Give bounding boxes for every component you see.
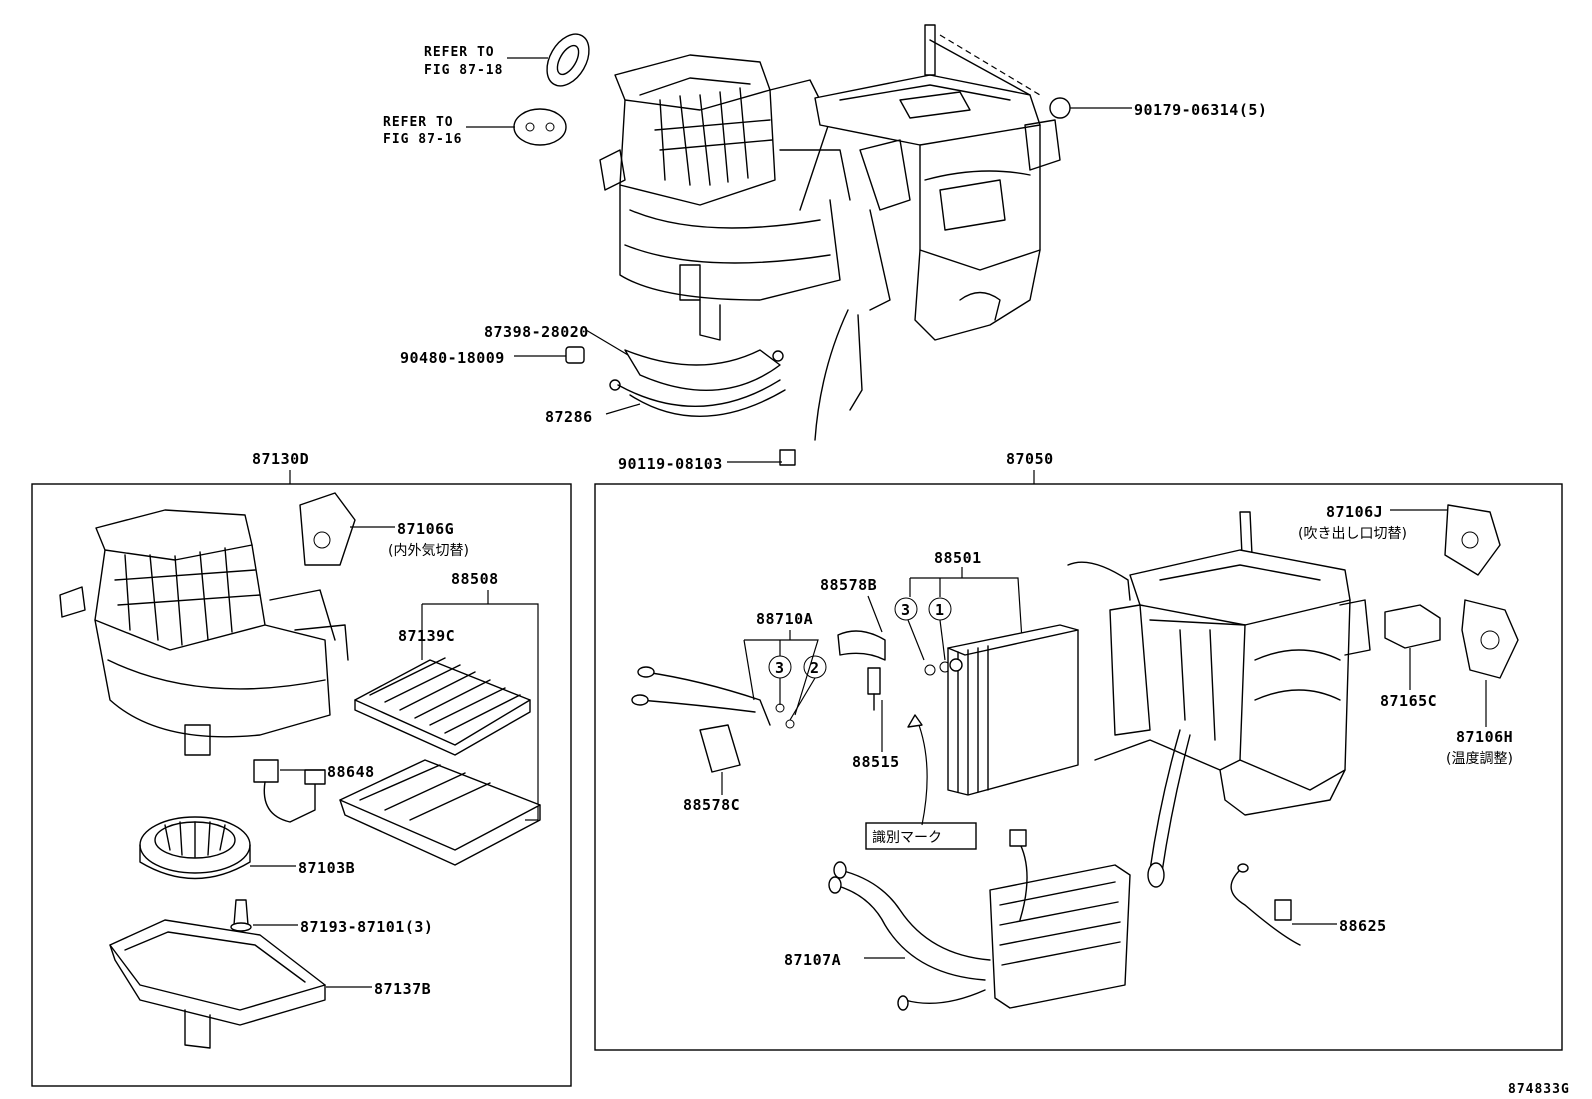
resistor-87165C-illustration [1384, 604, 1441, 649]
part-label-90119-08103: 90119-08103 [618, 455, 723, 473]
mark-arrow [914, 714, 928, 826]
harness-88648-illustration [253, 759, 326, 823]
screw-87193-illustration [230, 899, 252, 932]
part-label-87398-28020: 87398-28020 [484, 323, 589, 341]
cover-88578B-illustration [837, 630, 886, 661]
callout-1-text: 1 [935, 601, 945, 619]
part-label-88515: 88515 [852, 753, 900, 771]
part-label-87130D: 87130D [252, 450, 309, 468]
sensor-88515-illustration [867, 667, 881, 711]
refer-fig-87-18-line1: REFER TO [424, 45, 495, 60]
blower-motor-87103B-illustration [139, 816, 251, 880]
pipe-88710A-illustration [631, 666, 771, 726]
group-box-87050 [594, 483, 1563, 1051]
evaporator-88501-illustration [947, 624, 1079, 796]
servo-87106H-illustration [1461, 599, 1519, 679]
refer-fig-87-18-line2: FIG 87-18 [424, 63, 503, 78]
part-label-87103B: 87103B [298, 859, 355, 877]
part-label-87050: 87050 [1006, 450, 1054, 468]
part-label-87286: 87286 [545, 408, 593, 426]
part-label-87106G: 87106G [397, 520, 454, 538]
part-label-87137B: 87137B [374, 980, 431, 998]
part-label-88501: 88501 [934, 549, 982, 567]
sensor-88625-illustration [1230, 863, 1301, 946]
identification-mark-box [865, 822, 977, 850]
group-box-87130D [31, 483, 572, 1087]
part-label-87106J-description: (吹き出し口切替) [1298, 526, 1407, 542]
callout-circle-3a [894, 597, 918, 621]
part-label-90179-06314: 90179-06314(5) [1134, 101, 1267, 119]
part-label-87165C: 87165C [1380, 692, 1437, 710]
part-label-88578B: 88578B [820, 576, 877, 594]
blower-case-87137B-illustration [109, 919, 326, 1049]
part-label-87139C: 87139C [398, 627, 455, 645]
part-label-88625: 88625 [1339, 917, 1387, 935]
servo-87106J-illustration [1444, 504, 1501, 576]
part-label-87106G-description: (内外気切替) [388, 543, 469, 559]
callout-3b-text: 3 [775, 659, 785, 677]
part-label-88648: 88648 [327, 763, 375, 781]
part-label-88578C: 88578C [683, 796, 740, 814]
identification-mark-label: 識別マーク [872, 830, 942, 846]
part-label-87106H: 87106H [1456, 728, 1513, 746]
callout-2-text: 2 [810, 659, 820, 677]
part-label-87193-87101: 87193-87101(3) [300, 918, 433, 936]
part-label-88508: 88508 [451, 570, 499, 588]
hvac-unit-assembly-illustration [513, 24, 1071, 466]
top-leader-lines [466, 57, 1132, 463]
heater-core-87107A-illustration [828, 829, 1131, 1011]
blower-unit-illustration [59, 509, 349, 756]
servo-87106G-illustration [299, 492, 356, 566]
part-label-90480-18009: 90480-18009 [400, 349, 505, 367]
part-label-87106H-description: (温度調整) [1446, 751, 1513, 767]
filter-87139C-illustration [354, 657, 531, 756]
refer-fig-87-16-line1: REFER TO [383, 115, 454, 130]
cover-88578C-illustration [699, 724, 741, 773]
part-label-87106J: 87106J [1326, 503, 1383, 521]
part-label-87107A: 87107A [784, 951, 841, 969]
filter-case-illustration [339, 759, 541, 866]
callout-3a-text: 3 [901, 601, 911, 619]
heater-case-illustration [1067, 511, 1371, 888]
part-label-88710A: 88710A [756, 610, 813, 628]
refer-fig-87-16-line2: FIG 87-16 [383, 132, 462, 147]
figure-number: 874833G [1508, 1082, 1570, 1097]
